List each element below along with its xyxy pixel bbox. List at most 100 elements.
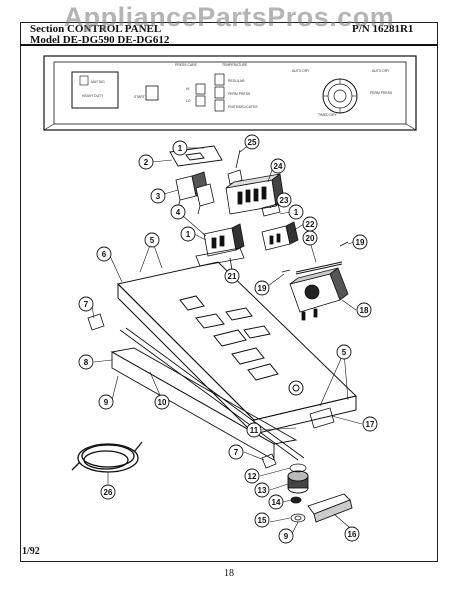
temp-label-hi: HI — [186, 87, 189, 91]
callout-17: 17 — [362, 416, 378, 432]
svg-text:26: 26 — [104, 488, 113, 497]
timer-dial-group — [322, 78, 358, 114]
callout-5a: 5 — [144, 232, 160, 248]
callout-1b: 1 — [288, 204, 304, 220]
model-line: Model DE-DG590 DE-DG612 — [30, 34, 169, 46]
fabric-label-perm-press: PERM PRESS — [228, 92, 251, 96]
part-button-14 — [290, 496, 302, 504]
part-knob-13 — [287, 470, 309, 494]
maytag-badge: MAYTAG HEAVY DUTY — [79, 75, 105, 98]
model-label: Model — [30, 34, 60, 46]
callout-20: 20 — [302, 230, 318, 246]
header-band — [20, 22, 438, 46]
callout-7a: 7 — [78, 296, 94, 312]
callout-9b: 9 — [278, 528, 294, 544]
svg-text:21: 21 — [228, 272, 237, 281]
svg-text:19: 19 — [356, 238, 365, 247]
svg-text:13: 13 — [258, 486, 267, 495]
part-clip-7 — [87, 313, 277, 469]
svg-text:7: 7 — [234, 448, 239, 457]
dial-label-1: AUTO DRY — [292, 69, 310, 73]
callout-25: 25 — [244, 134, 260, 150]
svg-text:16: 16 — [348, 530, 357, 539]
callout-3: 3 — [150, 188, 166, 204]
part-screw-19 — [281, 241, 349, 273]
start-button — [145, 85, 159, 101]
part-switch-4 — [203, 223, 245, 257]
control-panel-face — [43, 55, 417, 131]
svg-text:6: 6 — [102, 250, 107, 259]
model-numbers: DE-DG590 DE-DG612 — [62, 34, 170, 46]
callout-22: 22 — [302, 216, 318, 232]
svg-text:19: 19 — [258, 284, 267, 293]
wire-harness-26 — [71, 441, 143, 473]
temp-label-lo: LO — [186, 99, 191, 103]
svg-text:15: 15 — [258, 516, 267, 525]
callout-5b: 5 — [336, 344, 352, 360]
part-switch-22 — [261, 221, 299, 251]
svg-text:22: 22 — [306, 220, 315, 229]
callout-11: 11 — [246, 422, 262, 438]
svg-text:10: 10 — [158, 398, 167, 407]
fabric-label-knits: KNITS/DELICATES — [228, 105, 258, 109]
part-rod-20 — [295, 261, 343, 275]
callout-1c: 1 — [180, 226, 196, 242]
callout-19a: 19 — [352, 234, 368, 250]
section-title: Section CONTROL PANEL — [30, 23, 161, 35]
part-number-label: P/N — [352, 23, 370, 35]
top-label-press-care: PRESS CARE — [175, 63, 198, 67]
part-timer-18 — [289, 267, 349, 321]
callout-14: 14 — [268, 494, 284, 510]
callout-2: 2 — [138, 154, 154, 170]
svg-text:9: 9 — [284, 532, 289, 541]
svg-text:1: 1 — [178, 144, 183, 153]
callout-6: 6 — [96, 246, 112, 262]
part-number-line: P/N 16281R1 — [352, 23, 413, 35]
callout-1a: 1 — [172, 140, 188, 156]
callout-8: 8 — [78, 354, 94, 370]
badge-subtitle: HEAVY DUTY — [82, 94, 104, 98]
section-label: Section — [30, 23, 65, 35]
callout-24: 24 — [270, 158, 286, 174]
dial-label-2: TIMED DRY — [318, 113, 337, 117]
part-module-24 — [225, 173, 285, 215]
part-spring-15 — [290, 513, 306, 523]
svg-text:18: 18 — [360, 306, 369, 315]
svg-text:4: 4 — [176, 208, 181, 217]
callout-12: 12 — [244, 468, 260, 484]
fabric-switch-group: PRESS CARE TEMPERATURE REGULAR PERM PRES… — [175, 63, 258, 112]
callout-19b: 19 — [254, 280, 270, 296]
callout-18: 18 — [356, 302, 372, 318]
page-frame — [20, 22, 438, 562]
dial-labels: AUTO DRY TIMED DRY AUTO DRY PERM PRESS — [292, 69, 393, 117]
svg-text:14: 14 — [272, 498, 281, 507]
svg-text:12: 12 — [248, 472, 257, 481]
part-bracket-25 — [227, 149, 243, 185]
start-button-group: START — [134, 85, 159, 101]
svg-text:5: 5 — [342, 348, 347, 357]
svg-text:9: 9 — [104, 398, 109, 407]
callout-13: 13 — [254, 482, 270, 498]
svg-text:20: 20 — [306, 234, 315, 243]
svg-text:8: 8 — [84, 358, 89, 367]
svg-text:25: 25 — [248, 138, 257, 147]
page-number: 18 — [224, 568, 234, 579]
dial-label-4: PERM PRESS — [370, 91, 393, 95]
callout-23: 23 — [276, 192, 292, 208]
dial-label-3: AUTO DRY — [372, 69, 390, 73]
callout-15: 15 — [254, 512, 270, 528]
callout-10: 10 — [154, 394, 170, 410]
svg-text:24: 24 — [274, 162, 283, 171]
part-end-cap-16 — [307, 493, 353, 523]
fabric-label-regular: REGULAR — [228, 79, 245, 83]
callout-16: 16 — [344, 526, 360, 542]
callout-26: 26 — [100, 484, 116, 500]
svg-text:5: 5 — [150, 236, 155, 245]
callout-7b: 7 — [228, 444, 244, 460]
rail-10 — [119, 327, 305, 461]
callouts: 1 2 3 25 24 23 1 22 4 1 20 19 21 19 18 5… — [78, 134, 378, 544]
svg-text:1: 1 — [294, 208, 299, 217]
svg-text:7: 7 — [84, 300, 89, 309]
start-label: START — [134, 95, 145, 99]
